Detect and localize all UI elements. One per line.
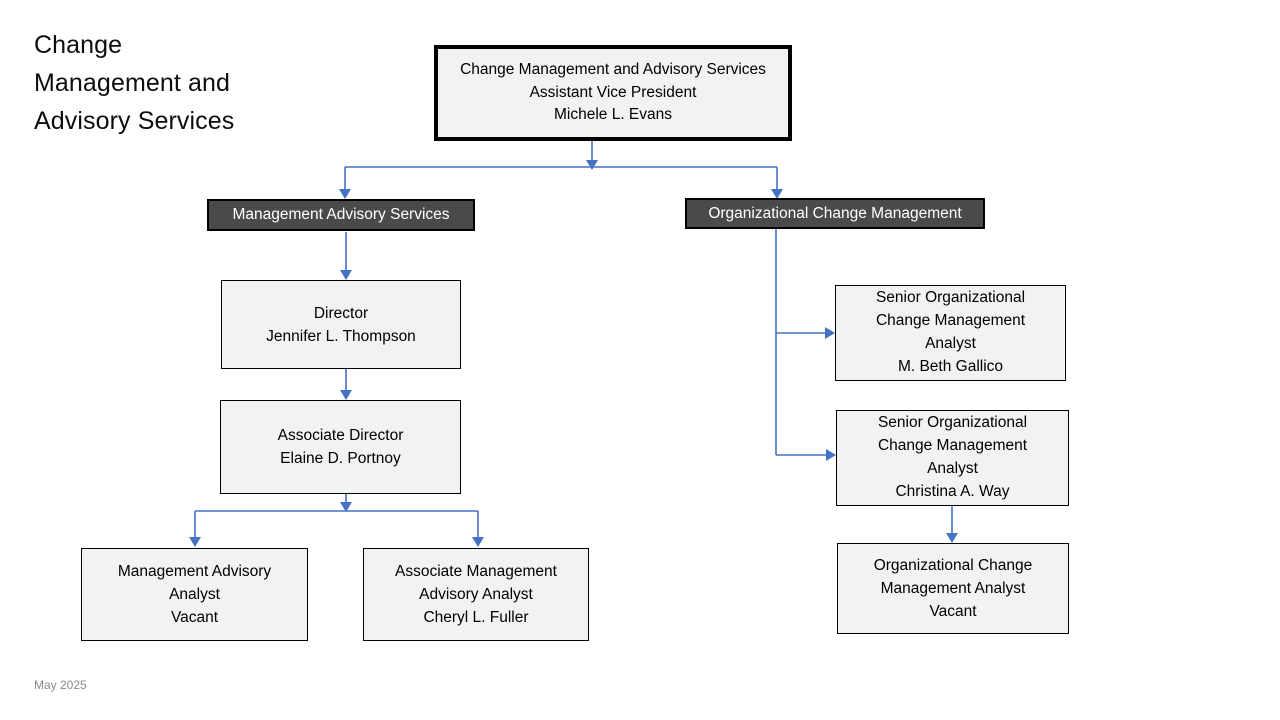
node-unit-organizational-change-management[interactable]: Organizational Change Management — [685, 198, 985, 229]
footer-date: May 2025 — [34, 678, 87, 692]
arrowhead-mas — [339, 189, 351, 199]
node-senior-ocm-analyst-m-beth-gallico[interactable]: Senior Organizational Change Management … — [835, 285, 1066, 381]
arrowhead-way — [826, 449, 836, 461]
node-management-advisory-analyst-vacant[interactable]: Management Advisory Analyst Vacant — [81, 548, 308, 641]
arrowhead-director — [340, 270, 352, 280]
node-unit-management-advisory-services[interactable]: Management Advisory Services — [207, 199, 475, 231]
arrowhead-ocm-vacant — [946, 533, 958, 543]
arrowhead-ama-analyst — [472, 537, 484, 547]
arrowhead-assoc-director — [340, 390, 352, 400]
arrowhead-assoc-stub — [340, 502, 352, 512]
node-director-jennifer-l-thompson[interactable]: Director Jennifer L. Thompson — [221, 280, 461, 369]
arrowhead-gallico — [825, 327, 835, 339]
node-associate-director-elaine-d-portnoy[interactable]: Associate Director Elaine D. Portnoy — [220, 400, 461, 494]
arrowhead-ma-analyst — [189, 537, 201, 547]
page-title: Change Management and Advisory Services — [34, 31, 235, 135]
node-senior-ocm-analyst-christina-a-way[interactable]: Senior Organizational Change Management … — [836, 410, 1069, 506]
node-ocm-analyst-vacant[interactable]: Organizational Change Management Analyst… — [837, 543, 1069, 634]
arrowhead-root-stub — [586, 160, 598, 170]
node-root-assistant-vice-president[interactable]: Change Management and Advisory Services … — [434, 45, 792, 141]
node-associate-management-advisory-analyst-cheryl-l-fuller[interactable]: Associate Management Advisory Analyst Ch… — [363, 548, 589, 641]
